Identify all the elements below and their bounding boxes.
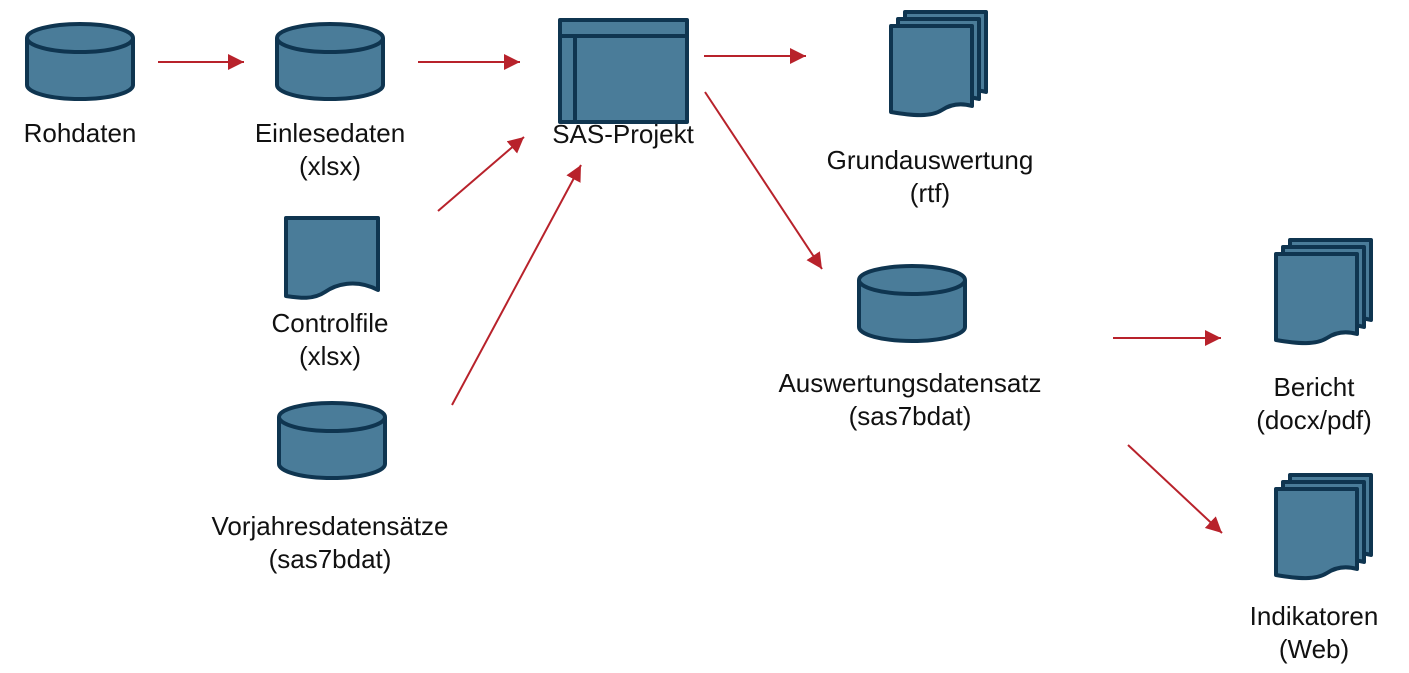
node-label-grundauswertung: Grundauswertung (rtf) [790,144,1070,210]
label-line: (sas7bdat) [848,401,972,431]
label-line: SAS-Projekt [552,119,694,149]
label-line: (Web) [1278,634,1350,664]
node-label-vorjahresdatensaetze: Vorjahresdatensätze (sas7bdat) [180,510,480,576]
label-line: Auswertungsdatensatz [778,368,1042,398]
label-line: (xlsx) [298,151,362,181]
node-label-sas-projekt: SAS-Projekt [523,118,723,151]
label-line: (xlsx) [298,341,362,371]
label-line: Grundauswertung [826,145,1034,175]
node-label-indikatoren: Indikatoren (Web) [1224,600,1404,666]
multi-document-icon [1274,238,1373,346]
label-line: Bericht [1273,372,1355,402]
database-icon [275,22,385,101]
label-line: (docx/pdf) [1256,405,1372,435]
document-icon [284,216,380,300]
label-line: Vorjahresdatensätze [211,511,449,541]
edge-controlfile-sas-projekt [437,136,525,212]
label-line: (rtf) [909,178,951,208]
edge-auswertungsdatensatz-indikatoren [1127,444,1223,534]
node-label-einlesedaten: Einlesedaten (xlsx) [230,117,430,183]
label-line: Rohdaten [23,118,137,148]
node-label-bericht: Bericht (docx/pdf) [1224,371,1404,437]
label-line: (sas7bdat) [268,544,392,574]
label-line: Einlesedaten [254,118,406,148]
edge-sas-projekt-auswertungsdatensatz [704,91,823,270]
multi-document-icon [1274,473,1373,581]
label-line: Controlfile [271,308,389,338]
node-label-rohdaten: Rohdaten [0,117,160,150]
multi-document-icon [889,10,988,118]
label-line: Indikatoren [1249,601,1379,631]
database-icon [277,401,387,480]
edge-vorjahr-sas-projekt [451,164,582,406]
node-label-auswertungsdatensatz: Auswertungsdatensatz (sas7bdat) [760,367,1060,433]
database-icon [857,264,967,343]
node-label-controlfile: Controlfile (xlsx) [230,307,430,373]
window-icon [558,18,689,124]
database-icon [25,22,135,101]
